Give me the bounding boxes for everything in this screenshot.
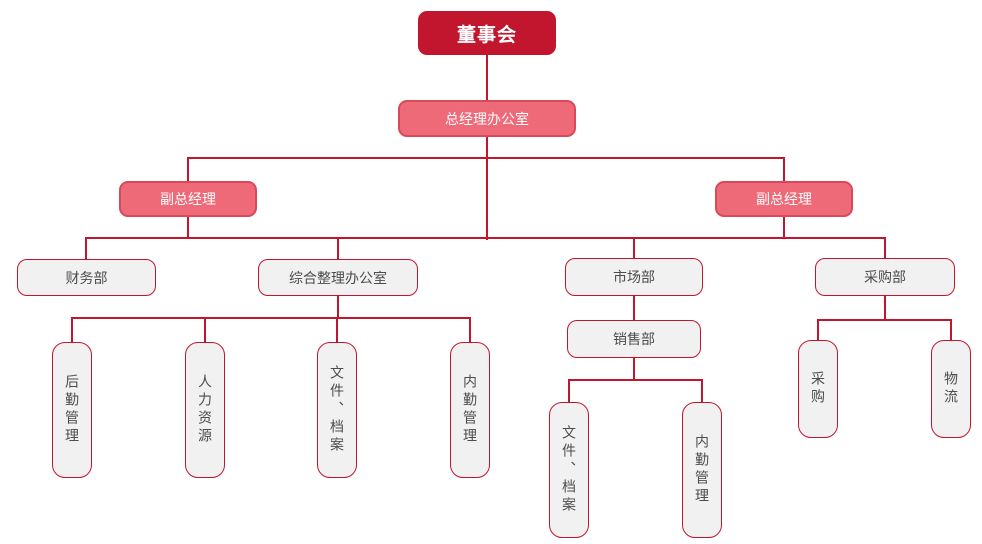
connector (187, 157, 189, 181)
connector (71, 317, 471, 319)
connector (884, 237, 886, 258)
connector (469, 317, 471, 342)
connector (817, 319, 819, 340)
connector (701, 379, 703, 402)
node-general-affairs-office[interactable]: 综合整理办公室 (258, 259, 418, 296)
connector (633, 358, 635, 381)
node-general-manager-office[interactable]: 总经理办公室 (398, 100, 576, 137)
node-board-of-directors[interactable]: 董事会 (418, 11, 556, 55)
connector (204, 317, 206, 342)
connector (337, 296, 339, 319)
node-internal-management-1[interactable]: 内勤管理 (450, 342, 490, 478)
node-sales-dept[interactable]: 销售部 (567, 320, 701, 358)
node-marketing-dept[interactable]: 市场部 (565, 258, 703, 296)
node-internal-management-2[interactable]: 内勤管理 (682, 402, 722, 538)
connector (817, 319, 952, 321)
node-deputy-gm-right[interactable]: 副总经理 (715, 181, 853, 217)
connector (568, 379, 570, 402)
connector (71, 317, 73, 342)
connector (783, 157, 785, 181)
node-files-archives-1[interactable]: 文件、档案 (317, 342, 357, 478)
connector (783, 217, 785, 239)
node-purchasing-dept[interactable]: 采购部 (815, 258, 955, 296)
connector (633, 237, 635, 258)
connector (187, 157, 785, 159)
connector (337, 237, 339, 259)
connector (336, 317, 338, 342)
connector (568, 379, 703, 381)
node-finance-dept[interactable]: 财务部 (17, 259, 156, 296)
node-human-resources[interactable]: 人力资源 (185, 342, 225, 478)
node-files-archives-2[interactable]: 文件、档案 (549, 402, 589, 538)
connector (486, 137, 488, 240)
connector (86, 237, 886, 239)
connector (633, 296, 635, 320)
node-logistics-management[interactable]: 后勤管理 (52, 342, 92, 478)
connector (884, 296, 886, 321)
node-procurement[interactable]: 采购 (798, 340, 838, 438)
connector (486, 55, 488, 100)
node-logistics[interactable]: 物流 (931, 340, 971, 438)
connector (950, 319, 952, 340)
connector (85, 237, 87, 259)
connector (187, 217, 189, 239)
node-deputy-gm-left[interactable]: 副总经理 (119, 181, 257, 217)
